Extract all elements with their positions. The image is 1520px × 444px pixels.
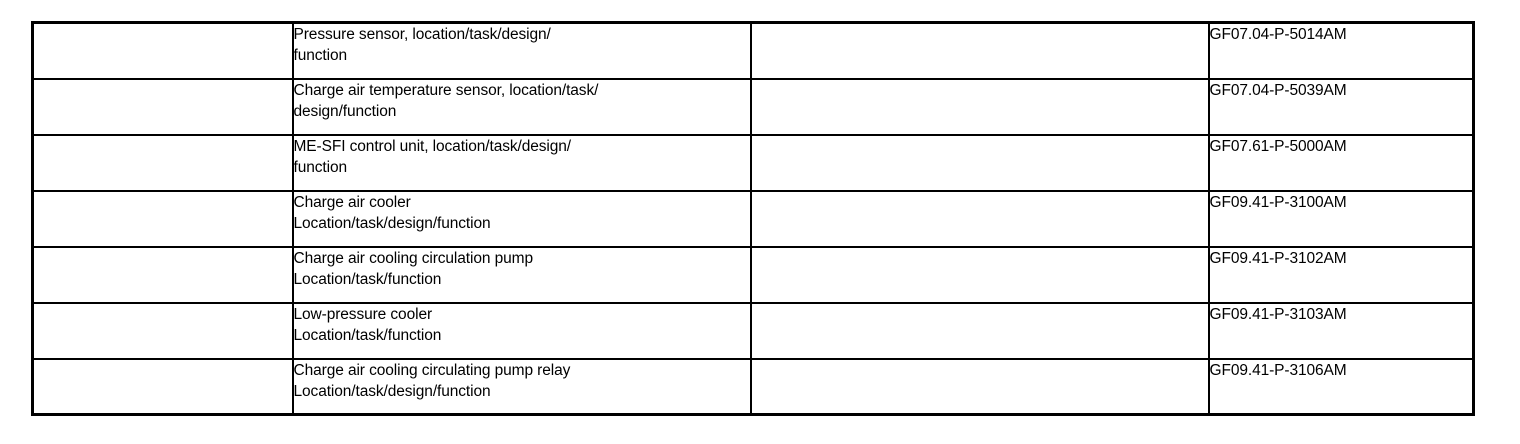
index-cell	[31, 77, 294, 136]
description-cell: Pressure sensor, location/task/design/ f…	[291, 21, 752, 80]
table-row: Charge air cooler Location/task/design/f…	[31, 189, 1475, 248]
document-code-cell: GF09.41-P-3100AM	[1207, 189, 1475, 248]
document-code-cell: GF09.41-P-3102AM	[1207, 245, 1475, 304]
description-cell: ME-SFI control unit, location/task/desig…	[291, 133, 752, 192]
spacer-cell	[749, 77, 1210, 136]
spacer-cell	[749, 357, 1210, 416]
document-code-cell: GF09.41-P-3106AM	[1207, 357, 1475, 416]
index-cell	[31, 21, 294, 80]
description-cell: Low-pressure cooler Location/task/functi…	[291, 301, 752, 360]
index-cell	[31, 357, 294, 416]
table-row: Charge air temperature sensor, location/…	[31, 77, 1475, 136]
document-reference-table: Pressure sensor, location/task/design/ f…	[31, 21, 1475, 416]
table-row: Charge air cooling circulation pump Loca…	[31, 245, 1475, 304]
table-row: Pressure sensor, location/task/design/ f…	[31, 21, 1475, 80]
spacer-cell	[749, 245, 1210, 304]
table-row: Charge air cooling circulating pump rela…	[31, 357, 1475, 416]
index-cell	[31, 133, 294, 192]
description-cell: Charge air cooling circulating pump rela…	[291, 357, 752, 416]
description-cell: Charge air cooling circulation pump Loca…	[291, 245, 752, 304]
table-row: ME-SFI control unit, location/task/desig…	[31, 133, 1475, 192]
spacer-cell	[749, 133, 1210, 192]
spacer-cell	[749, 301, 1210, 360]
table-row: Low-pressure cooler Location/task/functi…	[31, 301, 1475, 360]
document-code-cell: GF09.41-P-3103AM	[1207, 301, 1475, 360]
table-body: Pressure sensor, location/task/design/ f…	[31, 21, 1475, 416]
description-cell: Charge air cooler Location/task/design/f…	[291, 189, 752, 248]
index-cell	[31, 301, 294, 360]
spacer-cell	[749, 189, 1210, 248]
index-cell	[31, 189, 294, 248]
spacer-cell	[749, 21, 1210, 80]
index-cell	[31, 245, 294, 304]
description-cell: Charge air temperature sensor, location/…	[291, 77, 752, 136]
document-code-cell: GF07.04-P-5039AM	[1207, 77, 1475, 136]
document-code-cell: GF07.61-P-5000AM	[1207, 133, 1475, 192]
document-code-cell: GF07.04-P-5014AM	[1207, 21, 1475, 80]
